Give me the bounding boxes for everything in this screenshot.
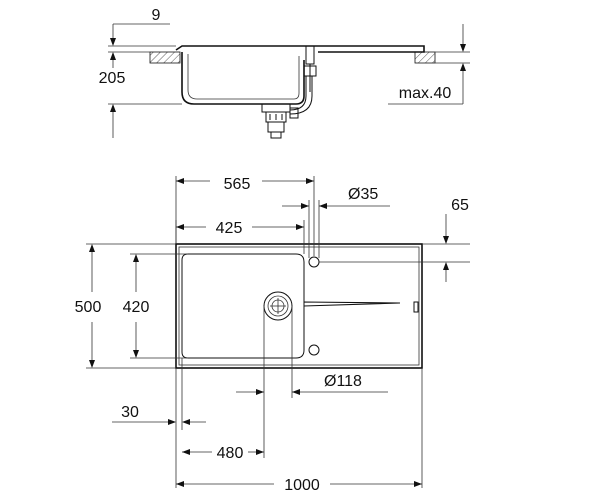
- sink-inner-outline: [178, 246, 420, 366]
- bowl-inner-outline: [187, 54, 300, 100]
- dim-bowl-depth-label: 420: [123, 299, 150, 316]
- dim-tap-hole-offset-label: 565: [224, 176, 251, 193]
- overflow-hole: [308, 344, 320, 356]
- top-plan-view: 565 Ø35 65 425 500: [75, 176, 470, 494]
- dim-depth-label: 205: [99, 70, 126, 87]
- side-section-view: 9 205 max.40: [99, 7, 470, 139]
- dim-waste-diameter-label: Ø118: [324, 373, 362, 390]
- tap-hole: [308, 256, 320, 268]
- overflow-connector: [303, 65, 317, 77]
- fixing-slot: [413, 301, 419, 313]
- bowl-section-outline: [181, 52, 305, 105]
- countertop-hatch-left: [149, 51, 181, 64]
- dim-tap-hole-edge-label: 65: [451, 197, 469, 214]
- drainer-groove: [303, 301, 401, 307]
- dim-waste-offset-label: 480: [217, 445, 244, 462]
- countertop-hatch-right: [414, 51, 436, 64]
- bowl-outline: [181, 253, 305, 359]
- dim-tap-hole-diameter-label: Ø35: [348, 186, 378, 203]
- tap-post: [305, 45, 315, 65]
- dim-edge-offset-label: 30: [121, 404, 139, 421]
- waste-trap: [261, 76, 313, 139]
- dim-overall-width-label: 1000: [284, 477, 320, 494]
- dim-thickness-label: 9: [152, 7, 161, 24]
- sink-rim-outline: [175, 45, 425, 53]
- dim-overall-depth-label: 500: [75, 299, 102, 316]
- sink-outer-outline: [175, 243, 423, 369]
- waste-inner-ring: [267, 295, 289, 317]
- dim-bowl-width-label: 425: [216, 220, 243, 237]
- dim-max-countertop-label: max.40: [399, 85, 452, 102]
